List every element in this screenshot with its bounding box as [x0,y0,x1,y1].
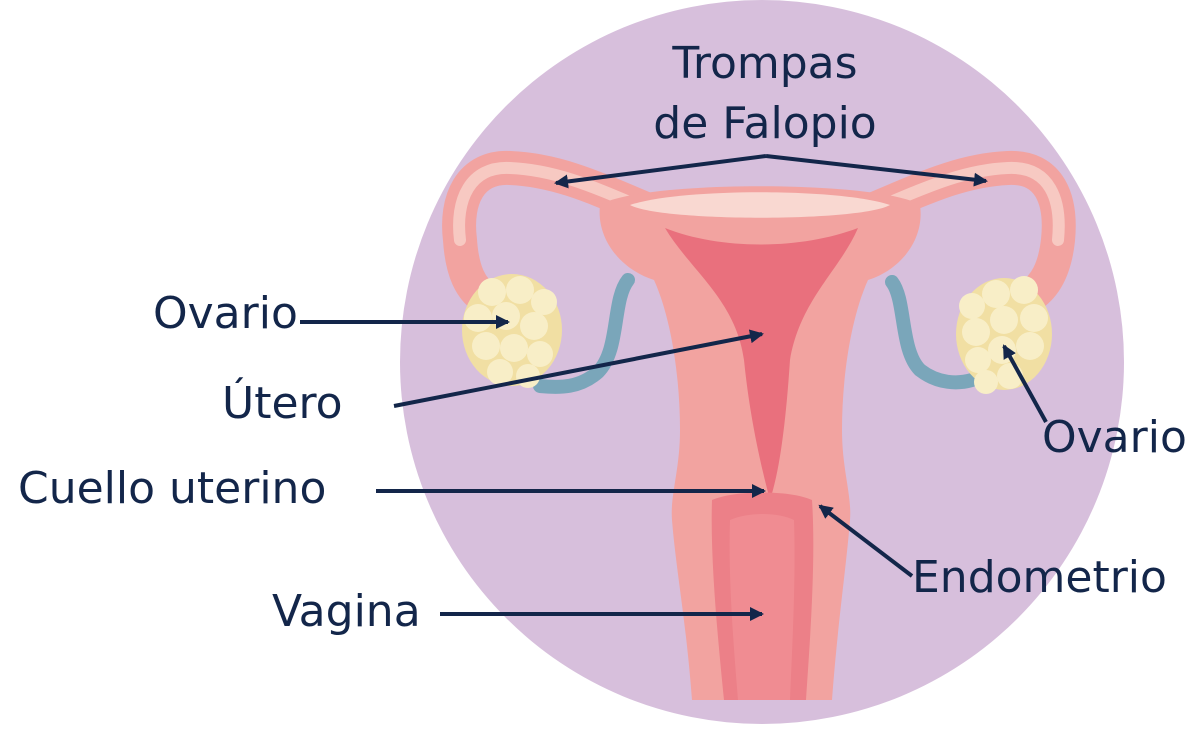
label-trompas-line1: Trompas [640,34,890,94]
label-trompas-line2: de Falopio [640,94,890,154]
label-ovario-left: Ovario [153,292,298,336]
label-vagina: Vagina [272,590,421,634]
label-trompas-de-falopio: Trompas de Falopio [640,34,890,154]
vaginal-lining [730,514,795,700]
label-endometrio: Endometrio [912,556,1167,600]
label-utero: Útero [222,382,343,426]
label-ovario-right: Ovario [1042,416,1187,460]
label-cuello-uterino: Cuello uterino [18,467,326,511]
